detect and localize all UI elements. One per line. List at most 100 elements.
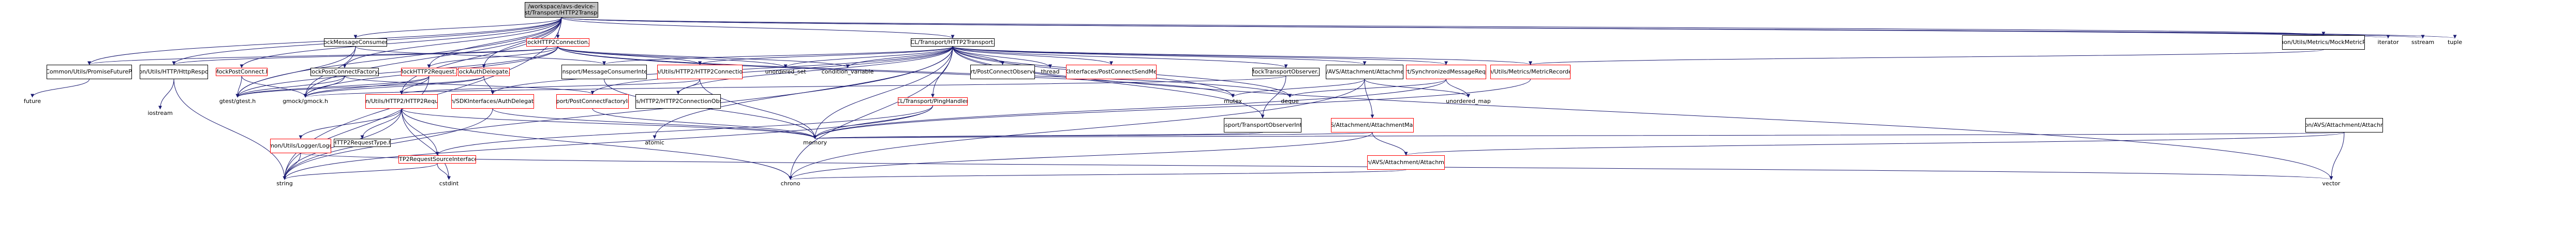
node-atomic[interactable]: atomic [645, 139, 664, 146]
edge-root-to-mpcf [343, 17, 562, 68]
edge-aclh2t-to-unordset [783, 46, 953, 68]
edge-aclh2t-to-vector [952, 46, 2333, 180]
edge-aclh2t-to-aclsmrq [952, 46, 1448, 65]
node-mock-transport-observer[interactable]: MockTransportObserver.h [1252, 68, 1320, 76]
edge-mto-to-acltoi [1261, 76, 1286, 119]
edge-aclh2t-to-sdkpcsmi [952, 46, 1113, 65]
node-attachment-utils[interactable]: AVSCommon/AVS/Attachment/AttachmentUtils… [2305, 118, 2383, 133]
edge-aclh2t-to-atomic [653, 46, 953, 139]
edge-aclh2t-to-mto [952, 46, 1288, 68]
node-deque[interactable]: deque [1281, 97, 1299, 105]
node-condition-variable[interactable]: condition_variable [822, 68, 874, 75]
edge-h2rsi-to-cstdint [437, 163, 451, 180]
node-mock-post-connect[interactable]: MockPostConnect.h [216, 68, 268, 76]
edge-aclh2t-to-metricri [952, 46, 1532, 65]
edge-root-to-tuple [561, 17, 2456, 39]
edge-h2rc-to-h2rsi [401, 108, 439, 156]
node-memory[interactable]: memory [803, 139, 827, 146]
node-logger-utils[interactable]: AVSCommon/Utils/Logger/LoggerUtils.h [270, 139, 331, 153]
node-message-consumer-interface[interactable]: ACL/Transport/MessageConsumerInterface.h [561, 65, 647, 79]
node-mock-http2-request[interactable]: MockHTTP2Request.h [401, 68, 457, 76]
node-sstream[interactable]: sstream [2411, 38, 2435, 46]
edge-mpcf-to-aclpcfi [344, 76, 595, 95]
edge-mhc-to-mutex [557, 46, 1235, 98]
node-thread[interactable]: thread [1041, 68, 1060, 75]
node-mutex[interactable]: mutex [1223, 97, 1242, 105]
node-mock-message-consumer[interactable]: MockMessageConsumer.h [324, 38, 387, 47]
edge-aclh2t-to-aclmci [602, 46, 953, 65]
node-vector[interactable]: vector [2322, 180, 2341, 187]
edge-mhc-to-promise [87, 46, 558, 65]
edge-h2ci-to-h2rc [399, 79, 700, 95]
edge-aclping-to-string [283, 105, 933, 180]
edge-root-to-metricrec [561, 17, 2325, 36]
node-post-connect-factory-interface[interactable]: ACL/Transport/PostConnectFactoryInterfac… [556, 94, 629, 109]
edge-aclh2t-to-aclpcfi [590, 46, 953, 95]
edge-mto-to-gmock [304, 76, 1286, 98]
edge-attmgri-to-chrono [789, 132, 1373, 180]
edge-attmgr-to-attmgri [1364, 79, 1374, 119]
node-mock-auth-delegate[interactable]: MockAuthDelegate.h [458, 68, 510, 76]
edge-attmgr-to-mutex [1231, 79, 1365, 98]
node-post-connect-send-message-interface[interactable]: AVSCommon/SDKInterfaces/PostConnectSendM… [1066, 65, 1157, 79]
node-auth-delegate-interface[interactable]: AVSCommon/SDKInterfaces/AuthDelegateInte… [451, 94, 534, 109]
edge-mad-to-gmock [303, 76, 484, 98]
edge-aclsmrq-to-deque [1288, 79, 1446, 98]
node-iostream[interactable]: iostream [147, 109, 173, 116]
node-http2-connection-observer-interface[interactable]: AVSCommon/Utils/HTTP2/HTTP2ConnectionObs… [635, 94, 721, 109]
node-http-response-code[interactable]: AVSCommon/Utils/HTTP/HttpResponseCode.h [140, 65, 208, 79]
node-attachment-reader[interactable]: AVSCommon/AVS/Attachment/AttachmentReade… [1367, 155, 1445, 170]
edge-aclh2t-to-memory [813, 46, 953, 139]
node-http2-connection-interface[interactable]: AVSCommon/Utils/HTTP2/HTTP2ConnectionInt… [657, 65, 743, 79]
edge-root-to-mmc [353, 17, 562, 39]
node-metric-recorder-interface[interactable]: AVSCommon/Utils/Metrics/MetricRecorderIn… [1490, 65, 1571, 79]
edge-logger-to-string [283, 153, 301, 180]
node-synchronized-message-request-queue[interactable]: ACL/Transport/SynchronizedMessageRequest… [1406, 65, 1486, 79]
node-root[interactable]: /workspace/avs-device-sdk/ACL/test/Trans… [525, 2, 598, 18]
edge-aclh2t-to-condvar [846, 46, 953, 68]
node-future[interactable]: future [23, 97, 41, 105]
edge-h2rc-to-h2rt [360, 108, 402, 139]
node-cstdint[interactable]: cstdint [439, 180, 459, 187]
edge-h2ci-to-h2coi [676, 79, 700, 95]
edge-mhc-to-unordset [557, 46, 788, 68]
node-gtest[interactable]: gtest/gtest.h [219, 97, 256, 105]
node-mock-http2-connection[interactable]: MockHTTP2Connection.h [526, 38, 589, 47]
edge-mad-to-sdkauth [483, 76, 495, 95]
node-acl-http2-transport[interactable]: ACL/Transport/HTTP2Transport.h [911, 38, 995, 47]
edge-aclh2t-to-thread [952, 46, 1052, 68]
edge-h2rc-to-cstdint [401, 108, 451, 180]
edge-aclmci-to-memory [604, 79, 817, 139]
node-mock-post-connect-factory[interactable]: MockPostConnectFactory.h [310, 68, 379, 76]
edge-metricrec-to-metricri [1529, 49, 2324, 65]
edge-attutils-to-vector [2329, 132, 2345, 180]
node-chrono[interactable]: chrono [780, 180, 801, 187]
node-transport-observer-interface[interactable]: ACL/Transport/TransportObserverInterface… [1224, 118, 1301, 133]
node-post-connect-observer-interface[interactable]: ACL/Transport/PostConnectObserverInterfa… [970, 65, 1035, 79]
edge-mad-to-gtest [235, 76, 484, 98]
edge-mhc-to-httpresp [172, 46, 558, 65]
edge-aclh2t-to-acltoi [952, 46, 1265, 119]
edge-aclping-to-h2rsi [435, 105, 933, 156]
node-string[interactable]: string [276, 180, 293, 187]
node-promise-future-pair[interactable]: AVSCommon/Utils/PromiseFuturePair.h [47, 65, 132, 79]
edge-h2rc-to-chrono [401, 108, 792, 180]
edge-root-to-gmock [303, 17, 562, 98]
node-gmock[interactable]: gmock/gmock.h [283, 97, 328, 105]
node-unordered-set[interactable]: unordered_set [765, 68, 806, 75]
node-http2-request-type[interactable]: HTTP2RequestType.h [334, 139, 391, 147]
node-ping-handler[interactable]: ACL/Transport/PingHandler.h [898, 97, 968, 106]
node-attachment-manager-interface[interactable]: AVSCommon/AVS/Attachment/AttachmentManag… [1331, 118, 1414, 133]
node-attachment-manager[interactable]: AVSCommon/AVS/Attachment/AttachmentManag… [1326, 65, 1403, 79]
node-http2-request-config[interactable]: AVSCommon/Utils/HTTP2/HTTP2RequestConfig… [365, 94, 438, 109]
edge-attmgr-to-chrono [789, 79, 1365, 180]
edge-h2rsi-to-string [283, 163, 438, 180]
node-unordered-map[interactable]: unordered_map [1446, 97, 1490, 105]
edge-mpc-to-gmock [241, 76, 307, 98]
node-mock-metric-recorder[interactable]: AVSCommon/Utils/Metrics/MockMetricRecord… [2282, 35, 2365, 50]
node-tuple[interactable]: tuple [2447, 38, 2463, 46]
edge-root-to-mad [482, 17, 562, 68]
node-http2-request-source-interface[interactable]: HTTP2RequestSourceInterface.h [398, 155, 476, 164]
node-iterator[interactable]: iterator [2377, 38, 2399, 46]
edge-aclsmrq-to-memory [813, 79, 1446, 139]
